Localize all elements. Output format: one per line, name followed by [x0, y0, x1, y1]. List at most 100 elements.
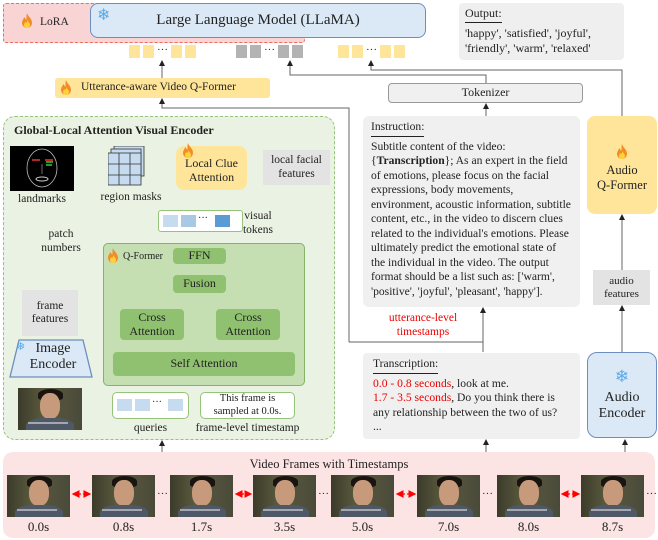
audio-encoder-label: Encoder	[598, 406, 646, 422]
audio-token	[380, 45, 391, 58]
text-token	[250, 45, 261, 58]
cross-attention-label: Cross Attention	[129, 309, 175, 338]
instruction-text: Subtitle content of the video: {	[371, 139, 506, 168]
ellipsis: ···	[318, 488, 329, 500]
audio-encoder-label: Audio	[604, 390, 640, 406]
audio-qformer: Audio Q-Former	[587, 116, 657, 214]
video-token	[171, 45, 182, 58]
timestamp-prompt-box: This frame is sampled at 0.0s.	[200, 392, 295, 419]
frame-interval-arrows	[71, 490, 581, 498]
llm-block: Large Language Model (LLaMA)	[90, 3, 426, 38]
video-frame	[581, 475, 644, 517]
flame-icon	[61, 80, 71, 95]
llm-label: Large Language Model (LLaMA)	[156, 11, 360, 28]
video-frame	[7, 475, 70, 517]
tokenizer: Tokenizer	[388, 83, 583, 103]
region-masks-icon	[108, 146, 145, 186]
query-token	[168, 399, 183, 411]
cross-attention-global: Cross Attention	[120, 309, 184, 340]
frame-timestamp: 5.0s	[351, 519, 374, 534]
snowflake-icon: ❄	[614, 366, 630, 387]
ffn-label: FFN	[188, 248, 211, 263]
frame-timestamp: 8.0s	[517, 519, 540, 534]
cross-attention-label: Cross Attention	[225, 309, 271, 338]
audio-features-label: audio features	[604, 274, 639, 300]
landmarks-image	[10, 146, 74, 191]
text-token	[236, 45, 247, 58]
video-token	[129, 45, 140, 58]
video-frame	[497, 475, 560, 517]
frame-level-timestamp-label: frame-level timestamp	[195, 422, 300, 434]
utterance-video-qformer: Utterance-aware Video Q-Former	[55, 78, 270, 98]
local-facial-features: local facial features	[263, 150, 330, 185]
audio-token	[394, 45, 405, 58]
fusion-block: Fusion	[173, 275, 226, 293]
ellipsis: ···	[152, 397, 162, 408]
video-frame	[170, 475, 233, 517]
query-token	[135, 399, 150, 411]
frame-timestamp: 0.0s	[27, 519, 50, 534]
local-facial-features-label: local facial features	[271, 154, 322, 180]
video-token	[185, 45, 196, 58]
fusion-label: Fusion	[183, 276, 216, 291]
audio-qformer-label: Q-Former	[597, 177, 647, 192]
ellipsis: ···	[366, 44, 377, 56]
text-token	[292, 45, 303, 58]
cross-attention-local: Cross Attention	[216, 309, 280, 340]
self-attention-label: Self Attention	[170, 356, 238, 371]
video-frame	[417, 475, 480, 517]
utterance-qformer-label: Utterance-aware Video Q-Former	[81, 81, 236, 94]
visual-tokens-label: visual tokens	[242, 210, 274, 236]
output-line: 'friendly', 'warm', 'relaxed'	[465, 41, 591, 55]
transcription-title: Transcription:	[373, 357, 439, 374]
ellipsis: ···	[198, 213, 208, 224]
audio-features: audio features	[593, 270, 650, 305]
ellipsis: ···	[157, 44, 168, 56]
utterance-text: , look at me.	[451, 376, 509, 390]
tokenizer-label: Tokenizer	[461, 85, 510, 100]
video-frame	[92, 475, 155, 517]
text-token	[278, 45, 289, 58]
flame-icon	[617, 144, 627, 160]
query-token	[117, 399, 132, 411]
region-masks-label: region masks	[100, 191, 162, 203]
local-clue-attention-label: Local Clue Attention	[185, 156, 238, 184]
landmarks-label: landmarks	[18, 193, 66, 205]
instruction-box: Instruction: Subtitle content of the vid…	[363, 116, 580, 307]
ellipsis: ···	[264, 44, 275, 56]
utterance-time: 1.7 - 3.5 seconds	[373, 391, 452, 404]
local-clue-attention: Local Clue Attention	[176, 146, 247, 190]
patch-numbers-label: patch numbers	[41, 228, 81, 254]
output-line: 'happy', 'satisfied', 'joyful',	[465, 26, 591, 40]
timestamp-prompt: This frame is sampled at 0.0s.	[213, 393, 282, 417]
frame-timestamp: 1.7s	[190, 519, 213, 534]
output-title: Output:	[465, 6, 502, 23]
transcription-box: Transcription: 0.0 - 0.8 seconds, look a…	[363, 353, 580, 439]
utterance-time: 0.0 - 0.8 seconds	[373, 376, 452, 390]
lora-label: LoRA	[40, 16, 69, 29]
utterance-text: , Do you think there is any relationship…	[373, 391, 558, 419]
flame-icon	[108, 248, 118, 263]
ellipsis: ···	[646, 488, 657, 500]
frame-timestamp: 3.5s	[273, 519, 296, 534]
audio-token	[352, 45, 363, 58]
video-frame	[331, 475, 394, 517]
video-frames-title: Video Frames with Timestamps	[249, 457, 409, 471]
audio-token	[338, 45, 349, 58]
flame-icon	[183, 143, 193, 158]
instruction-text: }; As an expert in the field of emotions…	[371, 154, 571, 298]
visual-token	[163, 215, 178, 227]
input-frame-image	[18, 388, 82, 430]
qformer-label: Q-Former	[123, 251, 163, 262]
frame-timestamp: 0.8s	[112, 519, 135, 534]
instruction-title: Instruction:	[371, 120, 425, 137]
output-box: Output: 'happy', 'satisfied', 'joyful', …	[459, 3, 624, 60]
frame-features: frame features	[22, 290, 78, 336]
ffn-block: FFN	[173, 248, 226, 264]
image-encoder-label: Image Encoder	[29, 341, 77, 373]
snowflake-icon: ❄	[16, 340, 26, 353]
ellipsis: ···	[482, 488, 493, 500]
audio-encoder: ❄ Audio Encoder	[587, 352, 657, 438]
visual-token	[215, 215, 230, 227]
flame-icon	[22, 13, 32, 28]
